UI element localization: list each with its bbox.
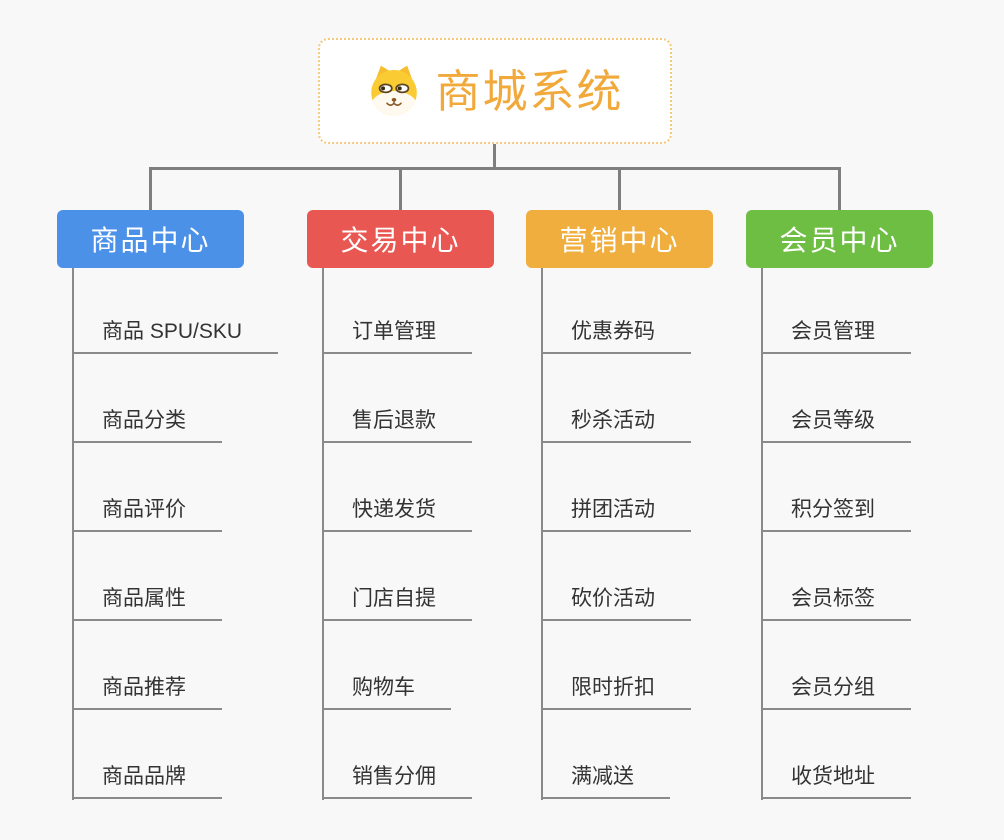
- branch-item-list: 优惠券码秒杀活动拼团活动砍价活动限时折扣满减送: [541, 265, 691, 799]
- branch-node[interactable]: 商品中心: [57, 210, 244, 268]
- leaf-row: 会员标签: [761, 532, 911, 621]
- leaf-row: 商品推荐: [72, 621, 278, 710]
- leaf-row: 订单管理: [322, 265, 472, 354]
- leaf-node[interactable]: 秒杀活动: [541, 404, 691, 443]
- leaf-row: 销售分佣: [322, 710, 472, 799]
- leaf-node[interactable]: 拼团活动: [541, 493, 691, 532]
- leaf-node[interactable]: 砍价活动: [541, 582, 691, 621]
- leaf-row: 积分签到: [761, 443, 911, 532]
- leaf-row: 会员管理: [761, 265, 911, 354]
- branch-item-list: 商品 SPU/SKU 商品分类商品评价商品属性商品推荐商品品牌: [72, 265, 279, 799]
- branch-item-list: 订单管理售后退款快递发货门店自提购物车销售分佣: [322, 265, 472, 799]
- root-node[interactable]: 商城系统: [318, 38, 672, 144]
- leaf-node[interactable]: 商品分类: [72, 404, 222, 443]
- leaf-row: 快递发货: [322, 443, 472, 532]
- leaf-node[interactable]: 门店自提: [322, 582, 472, 621]
- leaf-row: 收货地址: [761, 710, 911, 799]
- branch-node[interactable]: 交易中心: [307, 210, 494, 268]
- leaf-row: 商品属性: [72, 532, 278, 621]
- leaf-node[interactable]: 会员等级: [761, 404, 911, 443]
- leaf-row: 商品品牌: [72, 710, 278, 799]
- leaf-row: 会员等级: [761, 354, 911, 443]
- leaf-node[interactable]: 购物车: [322, 671, 451, 710]
- leaf-row: 商品分类: [72, 354, 278, 443]
- leaf-node[interactable]: 商品 SPU/SKU: [72, 315, 279, 354]
- leaf-node[interactable]: 售后退款: [322, 404, 472, 443]
- branch-trunk-line: [541, 268, 543, 800]
- connector-horizontal-bar: [149, 167, 841, 170]
- leaf-node[interactable]: 会员标签: [761, 582, 911, 621]
- connector-branch-drop: [149, 168, 152, 210]
- leaf-node[interactable]: 会员分组: [761, 671, 911, 710]
- leaf-row: 秒杀活动: [541, 354, 691, 443]
- leaf-node[interactable]: 快递发货: [322, 493, 472, 532]
- leaf-node[interactable]: 积分签到: [761, 493, 911, 532]
- connector-root-stem: [493, 144, 496, 168]
- connector-branch-drop: [618, 168, 621, 210]
- leaf-node[interactable]: 商品评价: [72, 493, 222, 532]
- leaf-row: 会员分组: [761, 621, 911, 710]
- root-title: 商城系统: [435, 65, 624, 117]
- leaf-row: 优惠券码: [541, 265, 691, 354]
- leaf-row: 售后退款: [322, 354, 472, 443]
- branch-node[interactable]: 会员中心: [746, 210, 933, 268]
- leaf-node[interactable]: 订单管理: [322, 315, 472, 354]
- leaf-node[interactable]: 满减送: [541, 760, 670, 799]
- leaf-row: 满减送: [541, 710, 691, 799]
- leaf-node[interactable]: 优惠券码: [541, 315, 691, 354]
- leaf-node[interactable]: 会员管理: [761, 315, 911, 354]
- dog-face-icon: [371, 65, 418, 116]
- leaf-node[interactable]: 限时折扣: [541, 671, 691, 710]
- leaf-row: 商品评价: [72, 443, 278, 532]
- leaf-node[interactable]: 销售分佣: [322, 760, 472, 799]
- leaf-node[interactable]: 商品推荐: [72, 671, 222, 710]
- branch-item-list: 会员管理会员等级积分签到会员标签会员分组收货地址: [761, 265, 911, 799]
- leaf-row: 门店自提: [322, 532, 472, 621]
- leaf-node[interactable]: 商品品牌: [72, 760, 222, 799]
- leaf-node[interactable]: 商品属性: [72, 582, 222, 621]
- leaf-row: 商品 SPU/SKU: [72, 265, 279, 354]
- leaf-row: 拼团活动: [541, 443, 691, 532]
- leaf-row: 砍价活动: [541, 532, 691, 621]
- branch-trunk-line: [72, 268, 74, 800]
- branch-trunk-line: [761, 268, 763, 800]
- branch-node[interactable]: 营销中心: [526, 210, 713, 268]
- connector-branch-drop: [838, 168, 841, 210]
- leaf-row: 限时折扣: [541, 621, 691, 710]
- leaf-node[interactable]: 收货地址: [761, 760, 911, 799]
- branch-trunk-line: [322, 268, 324, 800]
- leaf-row: 购物车: [322, 621, 472, 710]
- connector-branch-drop: [399, 168, 402, 210]
